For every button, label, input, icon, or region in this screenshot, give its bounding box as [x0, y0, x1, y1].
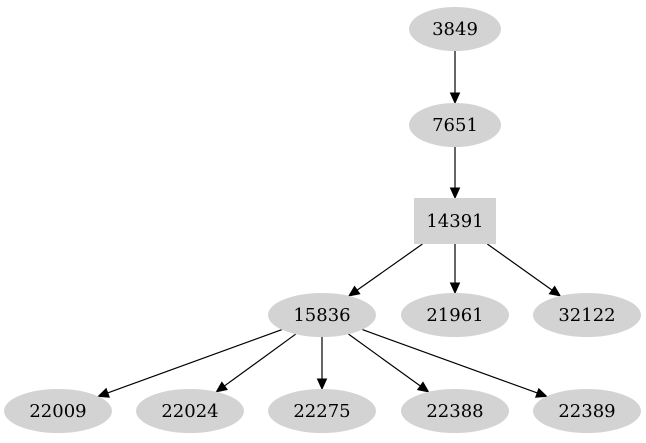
node-ellipse — [409, 103, 501, 147]
arrowhead-icon — [347, 285, 361, 297]
node-label: 32122 — [558, 305, 615, 326]
node-3849: 3849 — [409, 7, 501, 51]
node-ellipse — [136, 389, 244, 433]
node-label: 15836 — [293, 305, 350, 326]
node-label: 7651 — [432, 115, 478, 136]
arrowhead-icon — [97, 387, 110, 398]
node-7651: 7651 — [409, 103, 501, 147]
node-32122: 32122 — [533, 293, 641, 337]
edge-15836-to-22024 — [215, 333, 296, 393]
node-22388: 22388 — [401, 389, 509, 433]
edge-14391-to-21961 — [449, 244, 461, 295]
edge-line — [356, 243, 423, 291]
node-21961: 21961 — [401, 293, 509, 337]
edge-15836-to-22389 — [362, 329, 548, 398]
edge-line — [224, 333, 296, 387]
node-22024: 22024 — [136, 389, 244, 433]
node-label: 14391 — [426, 211, 483, 232]
edge-7651-to-14391 — [449, 147, 461, 200]
arrowhead-icon — [416, 381, 430, 393]
edge-14391-to-32122 — [486, 243, 562, 297]
node-14391: 14391 — [414, 198, 496, 244]
edge-line — [107, 329, 282, 394]
node-22009: 22009 — [4, 389, 112, 433]
node-15836: 15836 — [268, 293, 376, 337]
node-ellipse — [268, 293, 376, 337]
node-ellipse — [4, 389, 112, 433]
edge-3849-to-7651 — [449, 51, 461, 105]
edge-14391-to-15836 — [347, 243, 423, 297]
arrowhead-icon — [215, 381, 228, 393]
arrowhead-icon — [449, 92, 461, 105]
node-label: 22275 — [293, 401, 350, 422]
node-ellipse — [409, 7, 501, 51]
node-ellipse — [401, 293, 509, 337]
node-label: 22388 — [426, 401, 483, 422]
node-ellipse — [268, 389, 376, 433]
node-label: 22024 — [161, 401, 218, 422]
node-label: 3849 — [432, 19, 478, 40]
edge-15836-to-22009 — [97, 329, 282, 398]
node-22275: 22275 — [268, 389, 376, 433]
edge-line — [362, 329, 538, 394]
node-box — [414, 198, 496, 244]
node-label: 21961 — [426, 305, 483, 326]
edge-15836-to-22275 — [316, 337, 328, 391]
edge-line — [348, 333, 421, 387]
node-22389: 22389 — [533, 389, 641, 433]
edges-layer — [97, 51, 562, 398]
edge-15836-to-22388 — [348, 333, 430, 393]
arrowhead-icon — [548, 285, 562, 297]
arrowhead-icon — [316, 378, 328, 391]
node-label: 22009 — [29, 401, 86, 422]
node-ellipse — [401, 389, 509, 433]
arrowhead-icon — [534, 387, 548, 398]
edge-line — [486, 243, 553, 291]
arrowhead-icon — [449, 187, 461, 200]
nodes-layer: 3849 7651 14391 15836 21961 32122 22009 22024 22… — [4, 7, 641, 433]
node-ellipse — [533, 389, 641, 433]
node-ellipse — [533, 293, 641, 337]
node-label: 22389 — [558, 401, 615, 422]
arrowhead-icon — [449, 282, 461, 295]
